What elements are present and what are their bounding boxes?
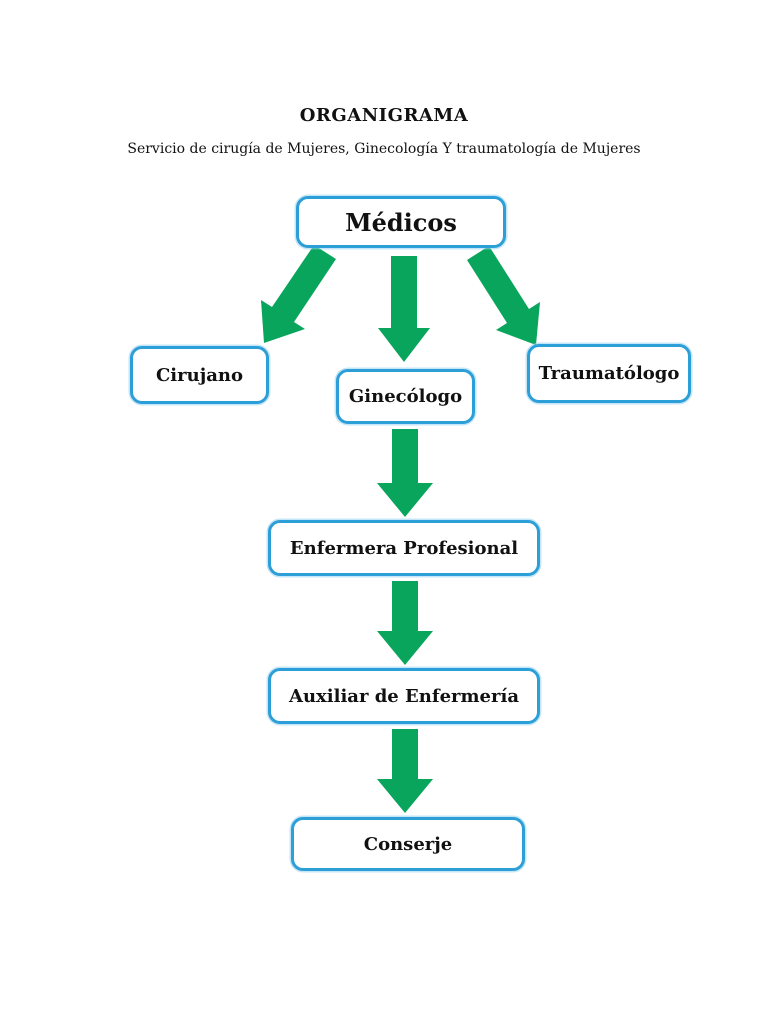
page-subtitle: Servicio de cirugía de Mujeres, Ginecolo…	[127, 141, 641, 157]
node-medicos: Médicos	[296, 196, 506, 248]
node-enfermera-profesional-label: Enfermera Profesional	[289, 537, 519, 559]
node-enfermera-profesional: Enfermera Profesional	[268, 520, 540, 576]
arrow-ginecologo-to-enfermera-icon	[377, 429, 433, 517]
node-cirujano-label: Cirujano	[155, 364, 243, 386]
arrow-enfermera-to-auxiliar-icon	[377, 581, 433, 665]
node-auxiliar-de-enfermeria: Auxiliar de Enfermería	[268, 668, 540, 724]
node-auxiliar-de-enfermeria-label: Auxiliar de Enfermería	[289, 685, 519, 707]
node-traumatologo-label: Traumatólogo	[538, 363, 680, 384]
arrow-medicos-to-cirujano-icon	[261, 245, 336, 343]
arrow-medicos-to-traumatologo-icon	[467, 246, 540, 345]
page-title: ORGANIGRAMA	[299, 105, 469, 126]
node-traumatologo: Traumatólogo	[527, 344, 691, 403]
node-conserje: Conserje	[291, 817, 525, 871]
node-medicos-label: Médicos	[345, 207, 457, 237]
node-conserje-label: Conserje	[363, 833, 453, 855]
node-ginecologo-label: Ginecólogo	[348, 386, 463, 407]
arrow-medicos-to-ginecologo-icon	[378, 256, 430, 362]
node-cirujano: Cirujano	[130, 346, 269, 404]
arrow-auxiliar-to-conserje-icon	[377, 729, 433, 813]
node-ginecologo: Ginecólogo	[336, 369, 475, 424]
